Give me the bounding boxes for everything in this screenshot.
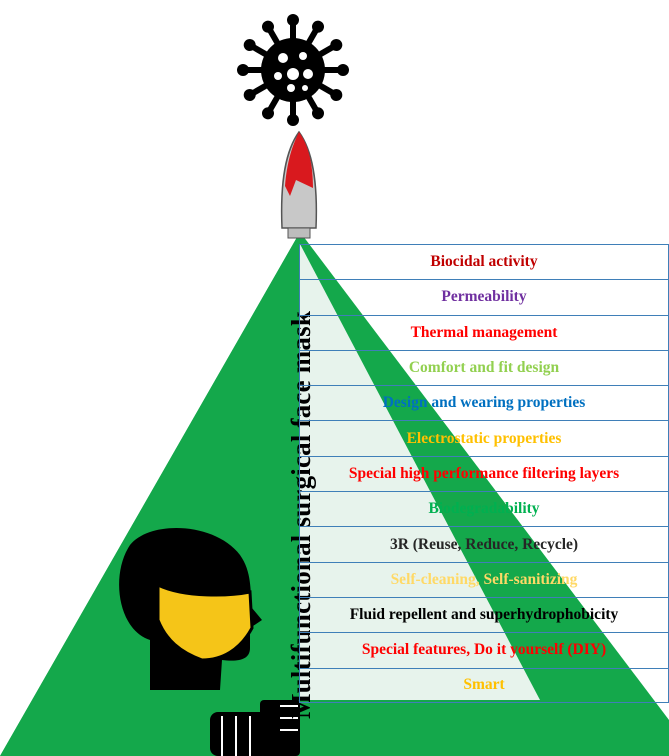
property-row: Biodegradability <box>299 491 669 527</box>
property-label: Permeability <box>441 288 527 306</box>
property-label: Design and wearing properties <box>382 394 586 412</box>
property-row: Fluid repellent and superhydrophobicity <box>299 596 669 633</box>
property-row: Electrostatic properties <box>299 420 669 456</box>
property-row: Comfort and fit design <box>299 349 669 386</box>
spear-tip-icon <box>280 130 318 239</box>
property-label: Self-cleaning, Self-sanitizing <box>390 570 578 588</box>
property-label: Special high performance filtering layer… <box>348 464 620 482</box>
property-label: 3R (Reuse, Reduce, Recycle) <box>389 535 579 553</box>
property-row: 3R (Reuse, Reduce, Recycle) <box>299 526 669 562</box>
property-label: Biodegradability <box>428 500 540 518</box>
property-row: Permeability <box>299 279 669 315</box>
property-row: Design and wearing properties <box>299 385 669 421</box>
property-label: Comfort and fit design <box>408 359 560 377</box>
property-label: Thermal management <box>410 323 558 341</box>
property-label: Electrostatic properties <box>406 429 562 447</box>
property-row: Special features, Do it yourself (DIY) <box>299 632 669 668</box>
property-row: Biocidal activity <box>299 244 669 280</box>
property-label: Smart <box>463 676 505 694</box>
pyramid-stripe-wedge <box>300 244 540 700</box>
property-row: Smart <box>299 667 669 703</box>
property-label: Special features, Do it yourself (DIY) <box>361 641 607 659</box>
virus-icon <box>237 14 349 126</box>
property-label: Biocidal activity <box>430 253 538 271</box>
masked-head-icon <box>119 528 262 690</box>
property-row: Special high performance filtering layer… <box>299 455 669 492</box>
fist-icon <box>210 700 300 756</box>
property-label: Fluid repellent and superhydrophobicity <box>349 606 619 624</box>
property-row: Thermal management <box>299 314 669 350</box>
property-row: Self-cleaning, Self-sanitizing <box>299 561 669 597</box>
